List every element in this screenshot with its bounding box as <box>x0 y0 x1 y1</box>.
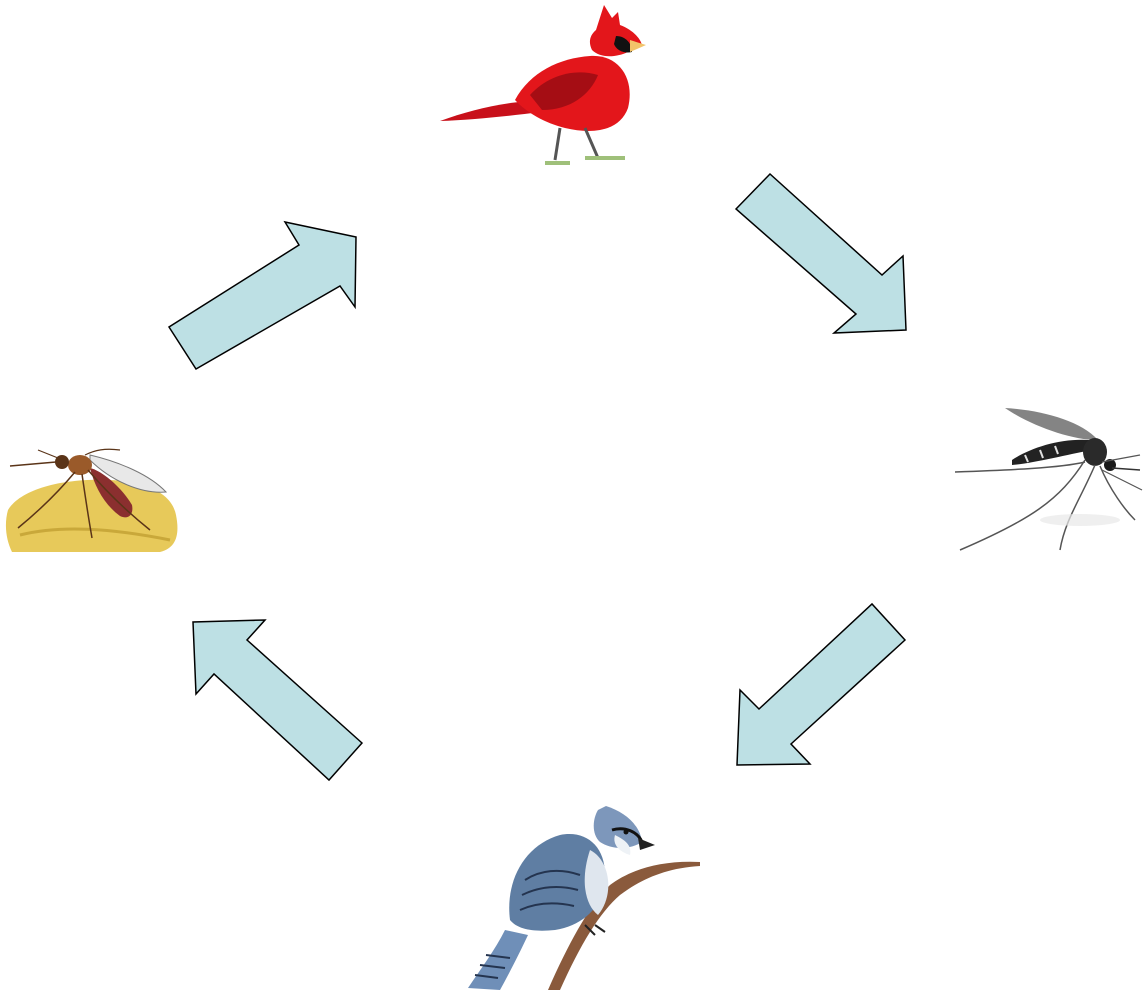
mosquito-icon <box>955 408 1142 550</box>
edge-cardinal-to-mosquito-right <box>736 174 906 333</box>
arrow-left-up <box>193 620 362 780</box>
edge-mosquito-left-to-cardinal <box>169 222 356 369</box>
blue-jay-icon <box>468 806 700 990</box>
arrow-right-down <box>736 174 906 333</box>
arrow-left-down <box>737 604 905 765</box>
arrow-right-up <box>169 222 356 369</box>
edge-mosquito-right-to-blue-jay <box>737 604 905 765</box>
edge-blue-jay-to-mosquito-left <box>193 620 362 780</box>
cardinal-icon <box>440 5 646 163</box>
mosquito-icon <box>6 449 178 552</box>
